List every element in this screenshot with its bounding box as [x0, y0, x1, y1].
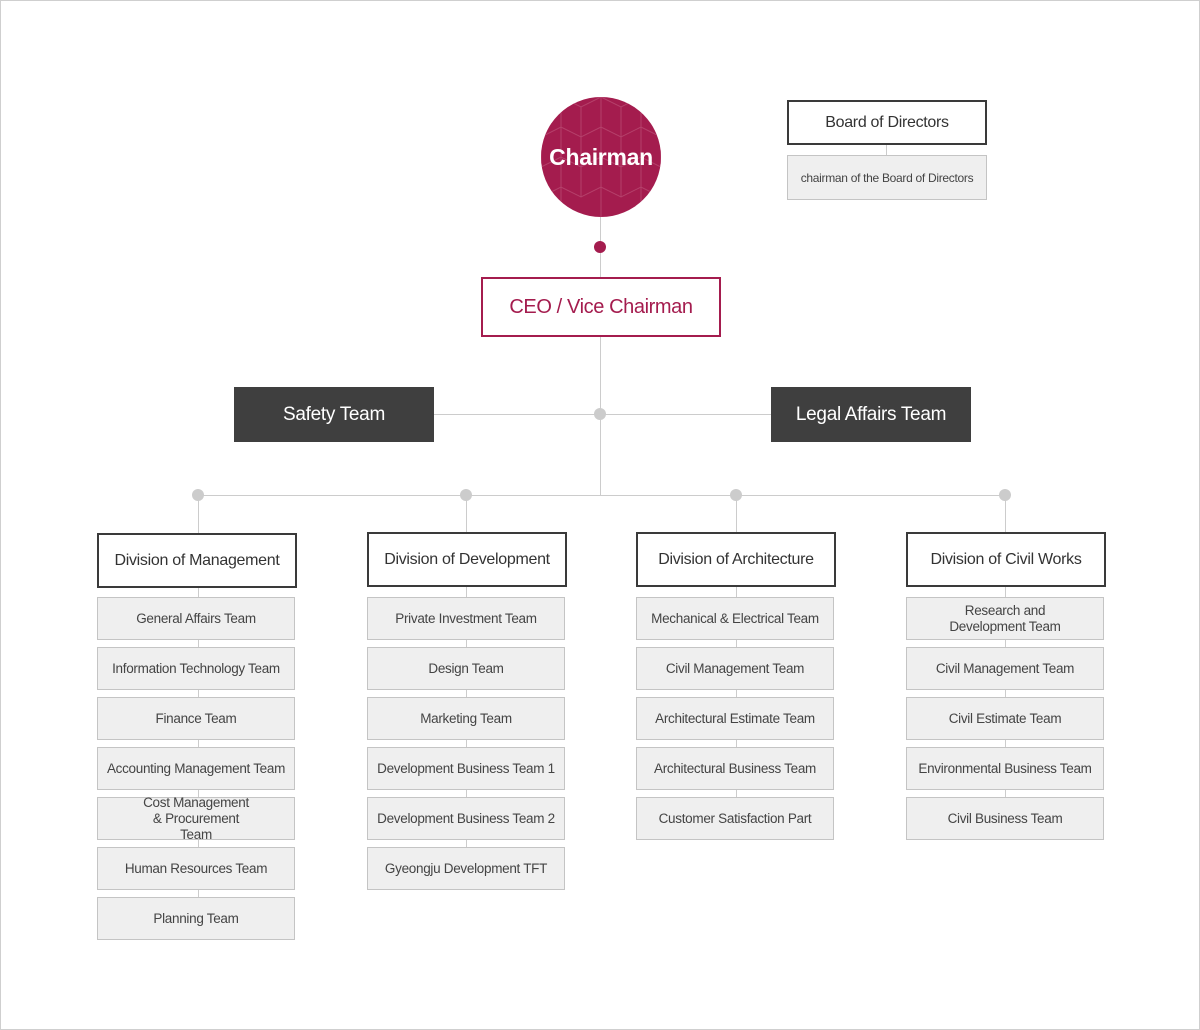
legal-affairs-team: Legal Affairs Team — [771, 387, 971, 442]
division-management-dot — [192, 489, 204, 501]
team-box: Mechanical & Electrical Team — [636, 597, 834, 640]
connector-division-development — [466, 495, 467, 532]
connector-divisions-bus — [198, 495, 1006, 496]
division-architecture: Division of Architecture — [636, 532, 836, 587]
board-of-directors: Board of Directors — [787, 100, 987, 145]
team-box: Development Business Team 1 — [367, 747, 565, 790]
connector-division-civil — [1005, 495, 1006, 532]
division-development-dot — [460, 489, 472, 501]
team-box: Private Investment Team — [367, 597, 565, 640]
team-box: Planning Team — [97, 897, 295, 940]
division-management: Division of Management — [97, 533, 297, 588]
chairman-label: Chairman — [549, 143, 653, 170]
team-box: Civil Business Team — [906, 797, 1104, 840]
safety-team: Safety Team — [234, 387, 434, 442]
chairman-connector-dot — [594, 241, 606, 253]
team-box: Architectural Business Team — [636, 747, 834, 790]
team-box: Civil Management Team — [636, 647, 834, 690]
team-box: Environmental Business Team — [906, 747, 1104, 790]
board-chairman-box: chairman of the Board of Directors — [787, 155, 987, 200]
chairman-pattern — [541, 97, 661, 217]
team-box: Information Technology Team — [97, 647, 295, 690]
side-teams-connector-dot — [594, 408, 606, 420]
team-box: Customer Satisfaction Part — [636, 797, 834, 840]
team-box: Accounting Management Team — [97, 747, 295, 790]
team-box: Research and Development Team — [906, 597, 1104, 640]
team-box: Civil Estimate Team — [906, 697, 1104, 740]
team-box: Architectural Estimate Team — [636, 697, 834, 740]
team-box: Design Team — [367, 647, 565, 690]
connector-board — [886, 143, 887, 155]
connector-division-architecture — [736, 495, 737, 532]
division-civil-dot — [999, 489, 1011, 501]
team-box: Cost Management & Procurement Team — [97, 795, 295, 842]
team-box: Human Resources Team — [97, 847, 295, 890]
team-box: Finance Team — [97, 697, 295, 740]
connector-division-management — [198, 495, 199, 533]
division-civil-works: Division of Civil Works — [906, 532, 1106, 587]
team-box: Development Business Team 2 — [367, 797, 565, 840]
ceo-node: CEO / Vice Chairman — [481, 277, 721, 337]
chairman-node: Chairman — [541, 97, 661, 217]
team-box: General Affairs Team — [97, 597, 295, 640]
team-box: Gyeongju Development TFT — [367, 847, 565, 890]
team-box: Marketing Team — [367, 697, 565, 740]
team-box: Civil Management Team — [906, 647, 1104, 690]
division-architecture-dot — [730, 489, 742, 501]
division-development: Division of Development — [367, 532, 567, 587]
